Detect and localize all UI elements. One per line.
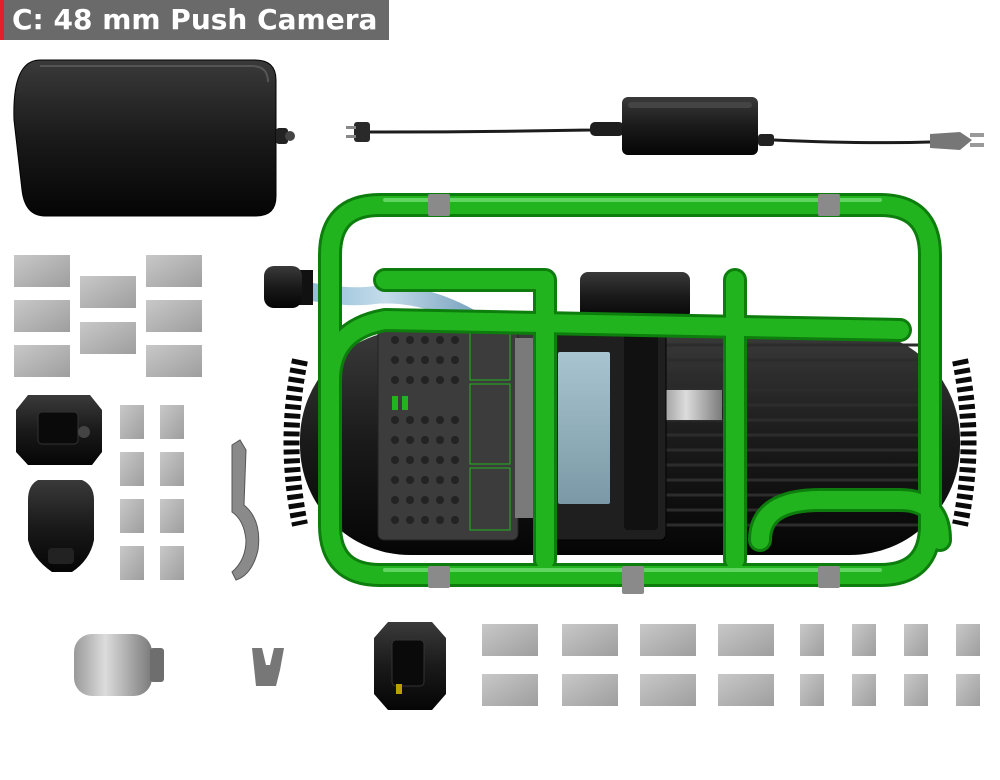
title-tag: C: 48 mm Push Camera [0,0,390,40]
spacer-blocks-bottom [482,624,980,706]
chrome-cylinder-part [74,634,164,696]
spacer-blocks-small [120,405,184,580]
title-accent-bar [0,0,4,40]
bracket-part [252,648,284,686]
camera-head-icon [28,480,94,572]
camera-housing-part [16,395,102,465]
spanner-icon [231,439,260,581]
page-title: C: 48 mm Push Camera [12,3,378,36]
camera-head-housing [374,622,446,710]
push-camera-reel-icon [264,193,977,594]
battery-pack-icon [13,59,295,217]
spacer-blocks-left [14,255,202,377]
power-adapter-icon [346,97,984,155]
